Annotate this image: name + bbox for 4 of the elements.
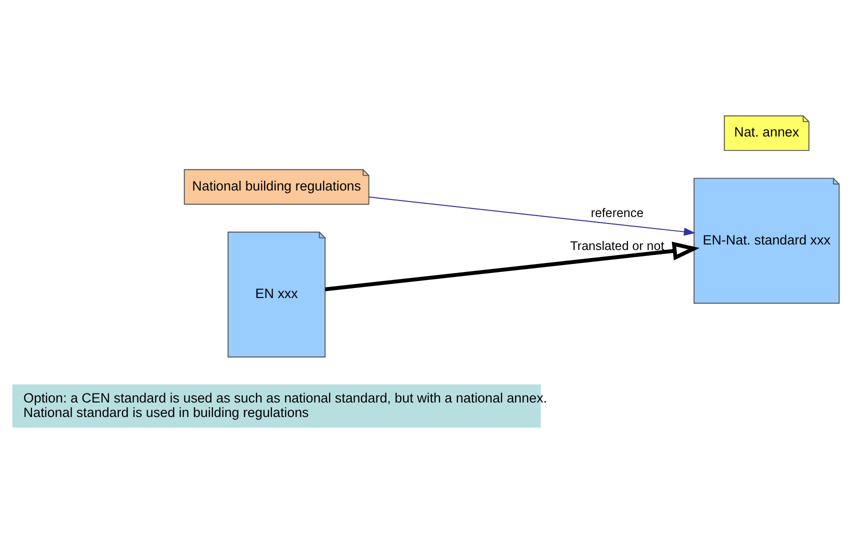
arrow xyxy=(325,242,700,292)
arrow xyxy=(368,196,696,236)
edge-label: Translated or not xyxy=(570,238,664,253)
edge-label: reference xyxy=(590,206,644,220)
